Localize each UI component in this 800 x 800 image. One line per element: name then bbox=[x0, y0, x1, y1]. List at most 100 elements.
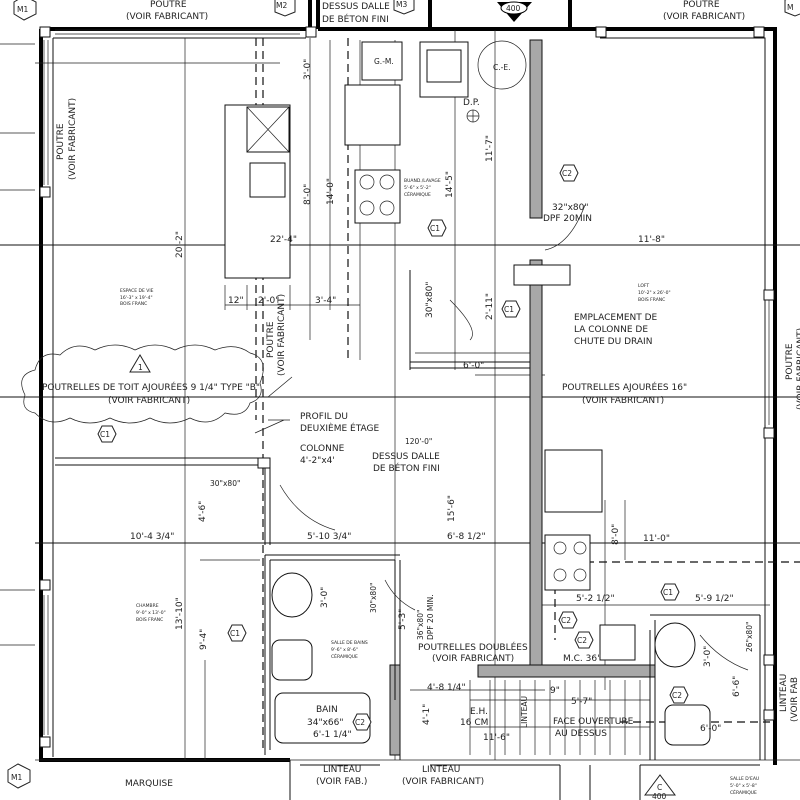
plan-label: CÉRAMIQUE bbox=[331, 652, 358, 660]
plan-label: 30"x80" bbox=[210, 479, 240, 488]
fixtures bbox=[224, 40, 749, 746]
marker-m1-top: M1 bbox=[13, 0, 37, 21]
plan-label: 11'-6" bbox=[483, 733, 510, 743]
plan-label: POUTRELLES AJOURÉES 16" bbox=[562, 381, 687, 393]
plan-label: M.C. 36" bbox=[563, 654, 601, 664]
plan-line bbox=[753, 26, 765, 38]
plan-line bbox=[55, 270, 530, 760]
column-c1: C1 bbox=[97, 425, 117, 443]
plan-line bbox=[227, 624, 247, 642]
plan-line bbox=[393, 0, 415, 15]
column-c2: C2 bbox=[669, 686, 689, 704]
plan-line bbox=[39, 736, 51, 748]
plan-label: (VOIR FABRICANT) bbox=[582, 396, 664, 406]
plan-line bbox=[426, 49, 462, 83]
plan-line bbox=[129, 354, 151, 373]
plan-label: (VOIR FABRICANT) bbox=[402, 777, 484, 787]
plan-line bbox=[649, 614, 761, 760]
interior-walls bbox=[55, 39, 761, 800]
plan-label: M1 bbox=[11, 773, 22, 782]
plan-label: (VOIR FABRICANT) bbox=[108, 396, 190, 406]
plan-label: EMPLACEMENT DE bbox=[574, 313, 658, 323]
plan-label: 32"x80" bbox=[552, 203, 589, 213]
plan-label: 30"x80" bbox=[425, 281, 435, 318]
plan-label: DE BÉTON FINI bbox=[373, 462, 440, 474]
plan-label: 4'-2"x4' bbox=[300, 456, 335, 466]
plan-line bbox=[529, 39, 543, 219]
plan-label: M bbox=[787, 3, 793, 12]
plan-label: (VOIR FABRICANT) bbox=[277, 294, 287, 376]
plan-label: 3'-4" bbox=[315, 296, 336, 306]
plan-label: 3'-0" bbox=[703, 646, 713, 667]
plan-line bbox=[573, 541, 587, 555]
plan-label: SALLE DE BAINS bbox=[331, 640, 368, 646]
plan-label: LA COLONNE DE bbox=[574, 325, 648, 335]
plan-label: CÉRAMIQUE bbox=[404, 190, 431, 198]
shower-room-sink bbox=[654, 622, 696, 668]
plan-label: FACE OUVERTURE bbox=[553, 717, 634, 727]
plan-label: 6'-1 1/4" bbox=[313, 730, 352, 740]
column-c2: C2 bbox=[558, 611, 578, 629]
plan-line bbox=[595, 27, 777, 765]
plan-label: 8'-0" bbox=[303, 184, 313, 205]
plan-line bbox=[279, 204, 749, 671]
plan-line bbox=[200, 285, 770, 691]
washer bbox=[544, 449, 603, 513]
water-heater bbox=[477, 40, 527, 90]
plan-label: 14'-5" bbox=[445, 171, 455, 198]
plan-label: 22'-4" bbox=[270, 235, 297, 245]
plan-label: 4'-1" bbox=[422, 704, 432, 725]
plan-label: 12" bbox=[228, 296, 244, 306]
plan-label: 34"x66" bbox=[307, 718, 344, 728]
plan-label: BOIS FRANC bbox=[136, 617, 163, 623]
plan-line bbox=[763, 289, 775, 301]
plan-label: CÉRAMIQUE bbox=[730, 788, 757, 796]
plan-label: 30"x80" bbox=[369, 583, 378, 613]
plan-label: DESSUS DALLE bbox=[322, 2, 390, 12]
plan-label: DPF 20MIN bbox=[543, 214, 592, 224]
marker-m1-bottom: M1 bbox=[7, 763, 31, 789]
plan-label: (VOIR FABRICANT) bbox=[126, 12, 208, 22]
column-c1: C1 bbox=[427, 219, 447, 237]
plan-label: POUTRE bbox=[683, 0, 720, 10]
plan-line bbox=[43, 29, 770, 735]
plan-line bbox=[477, 664, 656, 678]
plan-label: POUTRELLES DE TOIT AJOURÉES 9 1/4" TYPE … bbox=[42, 381, 260, 393]
plan-label: C1 bbox=[430, 224, 440, 233]
plan-label: 11'-8" bbox=[638, 235, 665, 245]
plan-line bbox=[428, 0, 572, 29]
plan-line bbox=[257, 457, 271, 469]
plan-line bbox=[644, 774, 676, 796]
plan-label: (VOIR FAB.) bbox=[316, 777, 367, 787]
plan-line bbox=[784, 0, 800, 17]
plan-label: 5'-0" x 5'-8" bbox=[730, 783, 757, 789]
plan-label: 14'-0" bbox=[326, 178, 336, 205]
plan-label: 5'-7" bbox=[571, 697, 592, 707]
plan-line bbox=[513, 264, 571, 286]
plan-label: 5'-6" x 5'-2" bbox=[404, 185, 431, 191]
plan-label: 6'-8 1/2" bbox=[447, 532, 486, 542]
plan-label: 20'-2" bbox=[175, 231, 185, 258]
plan-line bbox=[559, 164, 579, 182]
plan-line bbox=[0, 43, 800, 761]
plan-label: BAIN bbox=[316, 705, 338, 715]
plan-label: E.H. bbox=[470, 707, 488, 717]
column-c1: C1 bbox=[501, 300, 521, 318]
g-m-appliance bbox=[361, 41, 403, 81]
plan-label: (VOIR FABRICANT) bbox=[796, 328, 800, 410]
dimension-labels: 3'-0" 8'-0" 14'-0" 22'-4" 20'-2" 12" 2'-… bbox=[130, 59, 742, 743]
plan-line bbox=[427, 219, 447, 237]
plan-label: 9'-4" bbox=[199, 629, 209, 650]
column-c1: C1 bbox=[227, 624, 247, 642]
section-marker-top: 400 bbox=[497, 1, 532, 22]
plan-label: 3'-0" bbox=[320, 587, 330, 608]
plan-label: 8'-0" bbox=[611, 524, 621, 545]
plan-line bbox=[7, 763, 31, 789]
plan-label: AU DESSUS bbox=[555, 729, 607, 739]
plan-label: 13'-10" bbox=[175, 597, 185, 630]
